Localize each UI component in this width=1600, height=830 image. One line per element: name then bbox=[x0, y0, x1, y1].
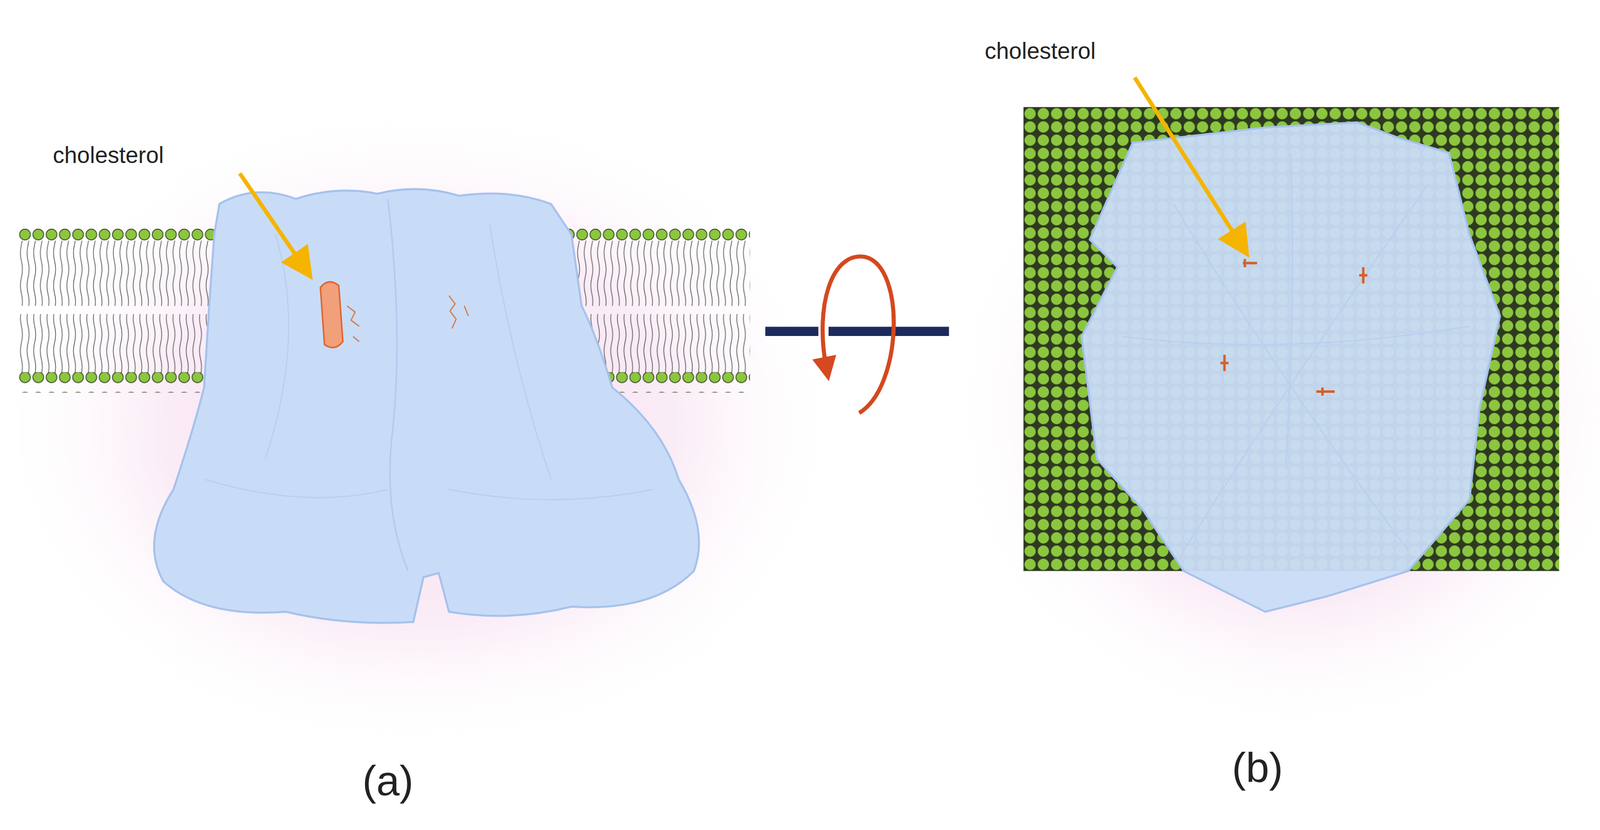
protein-side-view bbox=[154, 188, 700, 623]
rotation-symbol bbox=[765, 256, 949, 414]
part-label: cholesterol bbox=[984, 37, 1096, 65]
leader-arrow bbox=[239, 173, 309, 274]
panel-label: (b) bbox=[1232, 743, 1284, 793]
panel-label: (a) bbox=[362, 756, 414, 806]
protein-top-view bbox=[1081, 122, 1500, 612]
part-label: cholesterol bbox=[52, 142, 164, 169]
pink-glow bbox=[0, 102, 848, 755]
leader-arrow bbox=[1134, 77, 1245, 251]
pink-glow bbox=[948, 81, 1600, 735]
